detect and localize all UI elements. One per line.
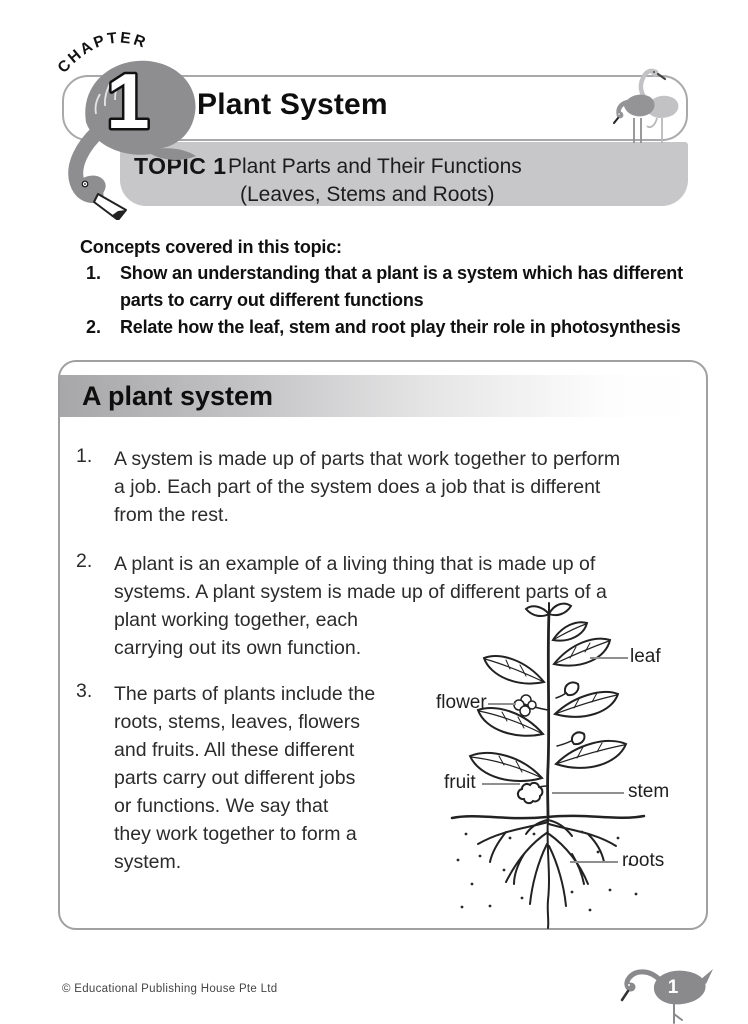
concepts-heading: Concepts covered in this topic: xyxy=(80,237,342,257)
concept-line: Relate how the leaf, stem and root play … xyxy=(120,317,681,337)
concept-line: parts to carry out different functions xyxy=(120,290,424,310)
list-number: 3. xyxy=(76,680,93,702)
topic-banner: TOPIC 1 Plant Parts and Their Functions … xyxy=(120,142,688,206)
flamingo-beak-tip xyxy=(111,210,126,220)
topic-title: Plant Parts and Their Functions (Leaves,… xyxy=(228,153,522,209)
concept-line: Show an understanding that a plant is a … xyxy=(120,263,683,283)
list-item: A plant is an example of a living thing … xyxy=(114,550,607,662)
leaf-pointer-line xyxy=(590,657,628,659)
flamingo-light xyxy=(638,68,679,143)
concept-number: 2. xyxy=(86,317,102,337)
list-line: carrying out its own function. xyxy=(114,637,362,659)
list-line: systems. A plant system is made up of di… xyxy=(114,581,607,603)
list-line: plant working together, each xyxy=(114,609,358,631)
roots-label: roots xyxy=(622,850,665,871)
soil-dots xyxy=(456,830,638,912)
plant-apex xyxy=(524,602,573,618)
list-line: they work together to form a xyxy=(114,823,357,845)
section-header-strip xyxy=(60,375,704,417)
list-line: or functions. We say that xyxy=(114,795,329,817)
plant-flower xyxy=(513,694,549,717)
concept-number: 1. xyxy=(86,263,102,283)
list-line: The parts of plants include the xyxy=(114,683,376,705)
list-line: A system is made up of parts that work t… xyxy=(114,448,621,470)
list-line: roots, stems, leaves, flowers xyxy=(114,711,360,733)
plant-buds xyxy=(555,681,586,747)
plant-diagram: leaf flower fruit stem roots xyxy=(422,602,672,932)
topic-title-line2: (Leaves, Stems and Roots) xyxy=(240,183,495,206)
plant-roots xyxy=(477,817,617,929)
page-number: 1 xyxy=(668,977,679,998)
chapter-badge: CHAPTER 1 xyxy=(55,30,196,220)
flamingo-beak xyxy=(620,989,630,1002)
plant-stem xyxy=(546,610,551,820)
flower-pointer-line xyxy=(488,703,516,705)
plant-leaves xyxy=(468,621,628,782)
list-number: 2. xyxy=(76,550,93,572)
roots-pointer-line xyxy=(570,861,618,863)
flamingo-body xyxy=(653,970,706,1005)
chapter-number: 1 xyxy=(106,57,149,145)
list-item: The parts of plants include the roots, s… xyxy=(114,680,375,876)
copyright-text: © Educational Publishing House Pte Ltd xyxy=(62,983,278,995)
stem-pointer-line xyxy=(552,792,624,794)
plant-system-box: A plant system 1. A system is made up of… xyxy=(58,360,708,930)
plant-illustration xyxy=(450,602,646,929)
flamingo-beak xyxy=(93,193,127,220)
flamingo-dark xyxy=(613,94,655,143)
flamingo-pair-icon xyxy=(613,68,679,143)
list-line: parts carry out different jobs xyxy=(114,767,356,789)
list-line: and fruits. All these different xyxy=(114,739,355,761)
fruit-label: fruit xyxy=(444,772,476,793)
flamingo-leg xyxy=(673,1003,683,1024)
list-line: system. xyxy=(114,851,182,873)
list-item: A system is made up of parts that work t… xyxy=(114,445,620,529)
list-line: A plant is an example of a living thing … xyxy=(114,553,596,575)
list-line: a job. Each part of the system does a jo… xyxy=(114,476,601,498)
leaf-label: leaf xyxy=(630,646,661,667)
page-title: Plant System xyxy=(197,88,388,121)
chapter-flamingo-icon xyxy=(68,60,196,220)
stem-label: stem xyxy=(628,781,670,802)
list-number: 1. xyxy=(76,445,93,467)
fruit-pointer-line xyxy=(482,783,520,785)
section-heading: A plant system xyxy=(82,381,274,411)
page-number-flamingo-icon: 1 xyxy=(620,969,713,1024)
flamingo-body xyxy=(85,60,196,160)
feather-marks xyxy=(94,73,124,115)
plant-fruit xyxy=(516,781,549,805)
topic-title-line1: Plant Parts and Their Functions xyxy=(228,155,522,178)
flamingo-eye xyxy=(628,984,630,986)
flower-label: flower xyxy=(436,692,487,713)
ground-line xyxy=(450,814,646,820)
list-line: from the rest. xyxy=(114,504,229,526)
